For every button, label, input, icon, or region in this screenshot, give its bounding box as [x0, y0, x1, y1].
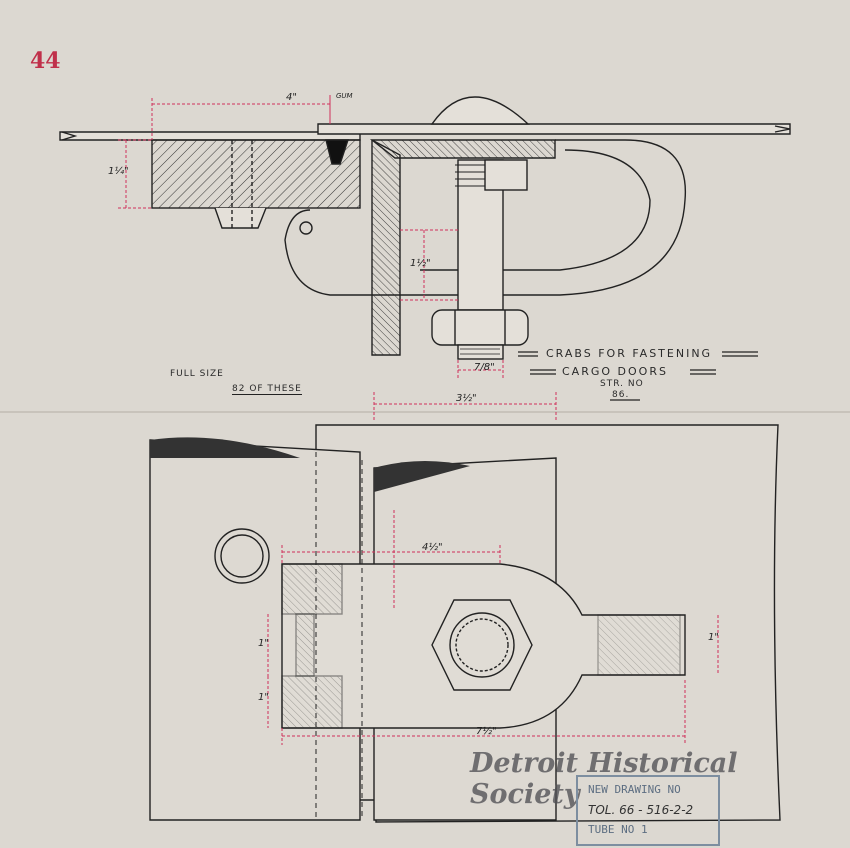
sheet-number: 44 — [30, 48, 61, 74]
dim-overall-width: 3½" — [456, 393, 477, 404]
door-plate — [317, 123, 791, 135]
quantity-note: 82 OF THESE — [232, 384, 302, 395]
dim-left-1a: 1" — [258, 638, 269, 649]
drawing-stamp: NEW DRAWING NO TOL. 66 - 516-2-2 TUBE NO… — [576, 775, 720, 846]
dim-bottom-7: 7½" — [476, 726, 497, 737]
rivet-hole — [299, 221, 313, 235]
plan-view — [149, 424, 781, 823]
dimension-lines-bottom — [267, 510, 719, 745]
title-rules — [518, 351, 758, 401]
dim-bottom-45: 4½" — [422, 542, 443, 553]
str-no-value: 86. — [612, 390, 630, 400]
section-view — [59, 96, 791, 360]
dim-gasket: GUM — [336, 92, 353, 100]
dim-left-1b: 1" — [258, 692, 269, 703]
dim-top-width: 4" — [286, 92, 297, 103]
dimension-lines-top — [118, 95, 557, 420]
dim-right-1: 1" — [708, 632, 719, 643]
deck-plate — [59, 131, 361, 141]
dome-head — [430, 96, 530, 125]
rivet-hole-plan — [214, 528, 270, 584]
title-line-1: CRABS FOR FASTENING — [546, 347, 713, 360]
dim-nut-width: 7/8" — [474, 362, 495, 373]
gum-gasket — [325, 139, 349, 165]
full-size-note: FULL SIZE — [170, 369, 224, 379]
nut — [431, 309, 529, 346]
title-line-2: CARGO DOORS — [562, 365, 668, 378]
watermark: Detroit Historical Society — [470, 748, 738, 810]
angle-bar — [371, 139, 401, 356]
stamp-line-2: TOL. 66 - 516-2-2 — [588, 803, 694, 817]
hex-nut — [431, 599, 533, 691]
stamp-line-3: TUBE NO 1 — [588, 823, 648, 836]
dim-top-height: 1¼" — [108, 166, 129, 177]
str-no-label: STR. NO — [600, 379, 644, 389]
stamp-line-1: NEW DRAWING NO — [588, 783, 681, 796]
crab-body — [284, 139, 687, 296]
dim-bolt-length: 1½" — [410, 258, 431, 269]
countersunk-head — [214, 207, 267, 229]
